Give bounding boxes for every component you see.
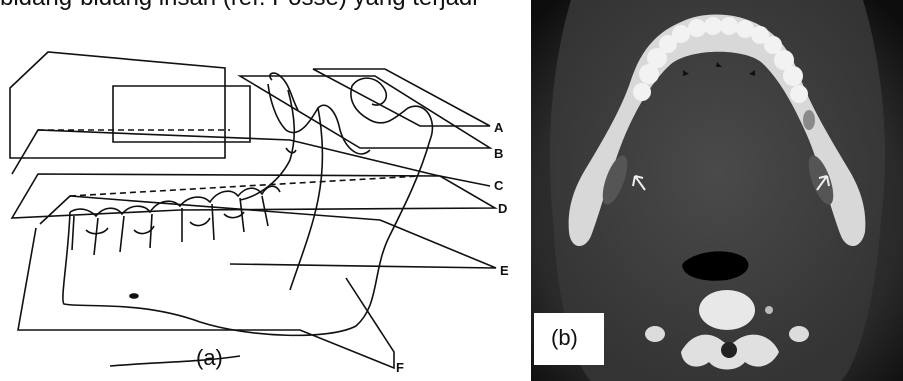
plane-label-d: D [498,201,507,216]
plane-a [313,69,490,126]
plane-label-c: C [494,178,504,193]
plane-b-top [240,76,490,148]
plane-label-a: A [494,120,504,135]
plane-label-f: F [396,360,404,375]
mandible-outline [63,78,433,335]
plane-e [40,196,496,268]
panel-b-caption: (b) [551,325,578,351]
plane-label-e: E [500,263,509,278]
mandible-illustration: A B C D E F [0,0,520,381]
panel-a-caption: (a) [196,345,223,371]
plane-label-b: B [494,146,503,161]
vertebra-body [699,290,755,330]
